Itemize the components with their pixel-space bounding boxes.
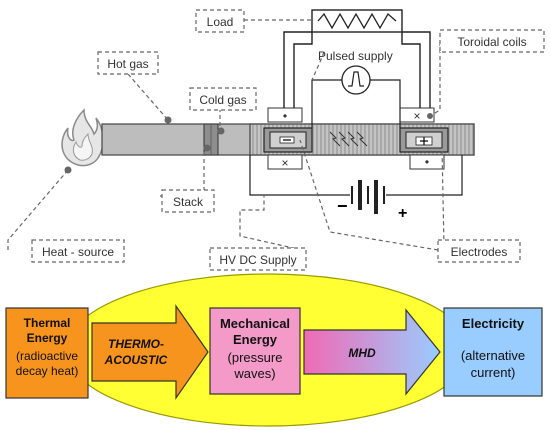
- svg-text:•: •: [283, 109, 287, 123]
- label-load: Load: [195, 9, 245, 33]
- svg-text:Electrodes: Electrodes: [451, 245, 508, 259]
- label-toroidal-coils: Toroidal coils: [439, 29, 545, 53]
- leader-dots: [64, 113, 433, 174]
- flame-icon: [61, 108, 104, 167]
- hv-dc-wires: [249, 155, 463, 196]
- svg-text:Energy: Energy: [27, 331, 68, 345]
- svg-text:THERMO-: THERMO-: [108, 337, 164, 351]
- spark-icons: [329, 131, 368, 147]
- electricity-box: Electricity (alternative current): [443, 307, 543, 397]
- svg-text:MHD: MHD: [348, 346, 376, 360]
- pulse-generator-icon: [341, 65, 371, 95]
- svg-text:Stack: Stack: [173, 195, 204, 209]
- svg-text:waves): waves): [233, 366, 275, 381]
- battery-icon: [351, 180, 385, 214]
- coil-marker-bottom-left: ×: [267, 154, 303, 170]
- coil-marker-bottom-right: •: [409, 154, 445, 170]
- coil-marker-top-left: •: [267, 107, 303, 123]
- thermoacoustic-arrow: THERMO- ACOUSTIC: [91, 304, 209, 400]
- label-electrodes: Electrodes: [437, 239, 521, 263]
- svg-text:Mechanical: Mechanical: [220, 316, 290, 331]
- svg-text:Load: Load: [207, 15, 234, 29]
- label-hv-dc-supply: HV DC Supply: [209, 247, 307, 271]
- svg-text:(radioactive: (radioactive: [16, 349, 78, 363]
- svg-text:Toroidal coils: Toroidal coils: [457, 35, 526, 49]
- svg-text:Thermal: Thermal: [24, 316, 71, 330]
- svg-text:(pressure: (pressure: [228, 350, 283, 365]
- svg-text:Pulsed supply: Pulsed supply: [318, 49, 393, 63]
- svg-text:Cold gas: Cold gas: [199, 93, 246, 107]
- mechanical-energy-box: Mechanical Energy (pressure waves): [209, 307, 301, 395]
- svg-text:current): current): [471, 365, 516, 380]
- coil-marker-top-right: ×: [399, 107, 435, 123]
- svg-text:Heat - source: Heat - source: [42, 245, 114, 259]
- label-hot-gas: Hot gas: [97, 51, 159, 75]
- label-cold-gas: Cold gas: [189, 87, 257, 111]
- svg-text:Electricity: Electricity: [462, 316, 525, 331]
- svg-text:Hot gas: Hot gas: [107, 57, 148, 71]
- svg-text:Energy: Energy: [233, 332, 278, 347]
- svg-text:decay heat): decay heat): [16, 364, 79, 378]
- mhd-arrow: MHD: [303, 308, 441, 396]
- electrode-right: [399, 127, 449, 153]
- svg-text:×: ×: [281, 156, 288, 170]
- electrode-left: [263, 127, 313, 153]
- thermal-energy-box: Thermal Energy (radioactive decay heat): [5, 307, 89, 399]
- svg-text:HV DC Supply: HV DC Supply: [219, 253, 296, 267]
- minus-sign: −: [337, 196, 348, 216]
- load-resistor-icon: [311, 9, 403, 33]
- load-circuit-wires: [283, 31, 431, 108]
- label-pulsed-supply: Pulsed supply: [318, 49, 393, 63]
- label-heat-source: Heat - source: [31, 239, 125, 263]
- svg-text:×: ×: [413, 109, 420, 123]
- svg-text:•: •: [425, 155, 429, 169]
- svg-text:(alternative: (alternative: [461, 348, 525, 363]
- label-stack: Stack: [161, 189, 215, 213]
- svg-text:ACOUSTIC: ACOUSTIC: [104, 353, 168, 367]
- plus-sign: +: [398, 205, 407, 222]
